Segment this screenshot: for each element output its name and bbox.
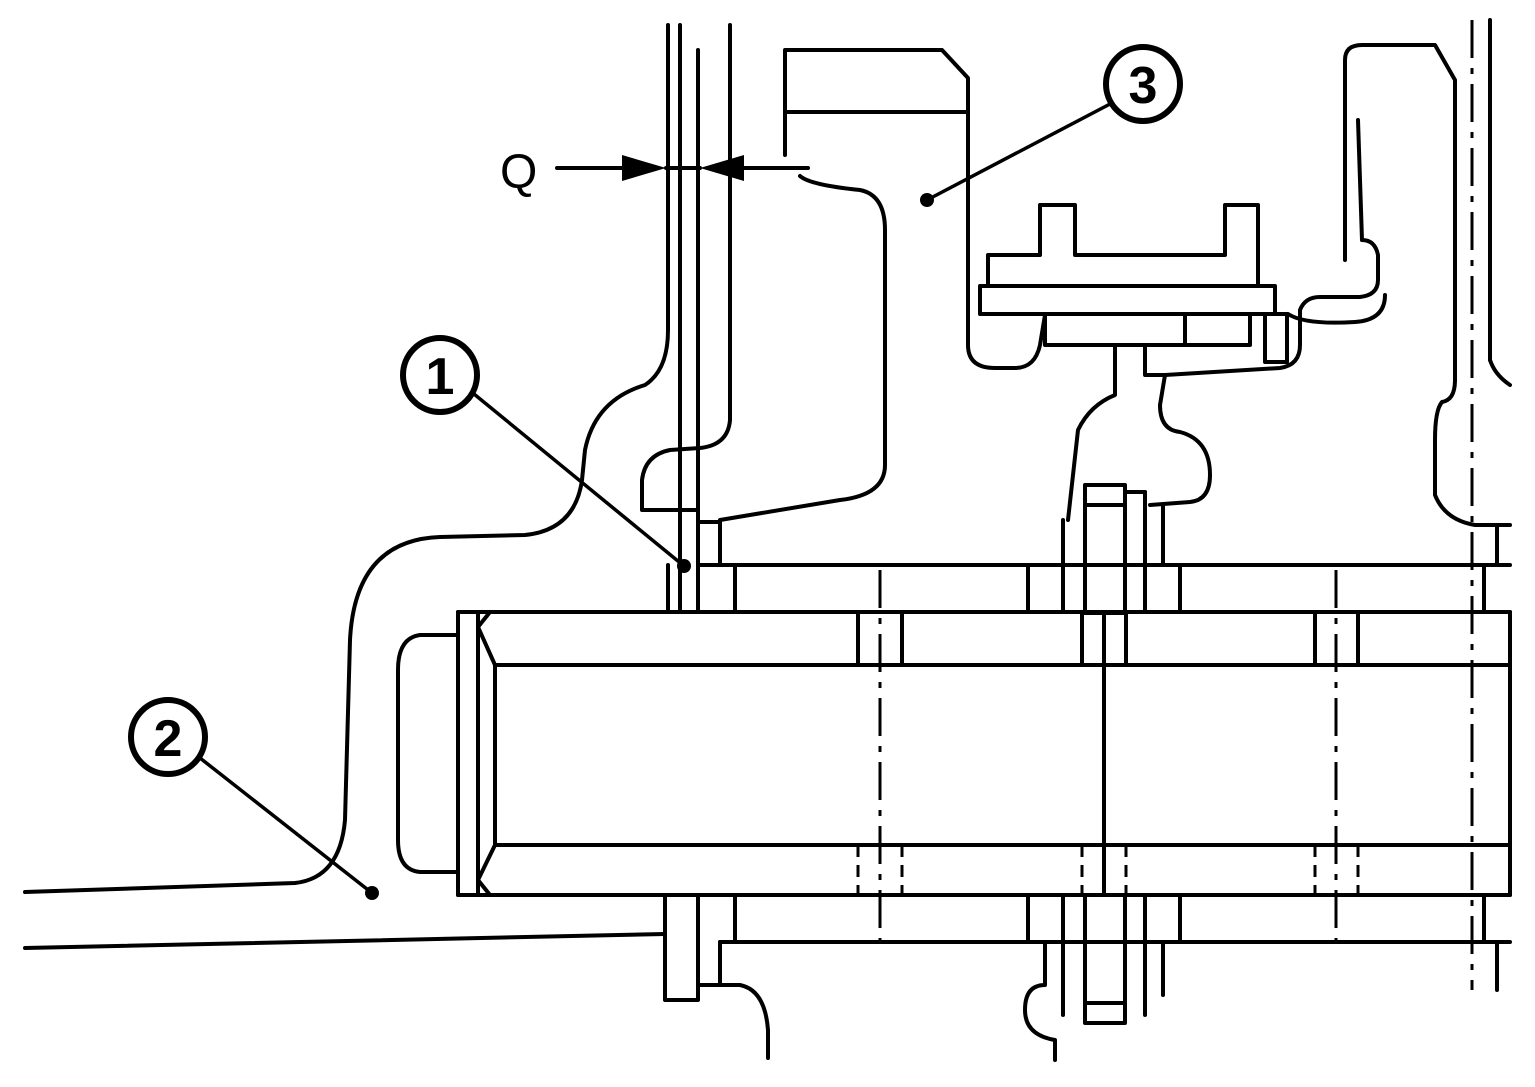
part-3-body [696, 48, 1047, 567]
ring-band [456, 563, 1512, 944]
center-bolt-stack [1023, 483, 1165, 1062]
lower-flange [663, 893, 770, 1060]
plate-lines [640, 23, 732, 614]
callout-3: 3 [920, 44, 1183, 207]
shaft [396, 570, 1512, 942]
callout-3-label: 3 [1129, 57, 1158, 115]
callout-2: 2 [128, 697, 379, 900]
dimension-q-label: Q [500, 146, 537, 199]
hub-assembly [978, 18, 1512, 992]
callout-1: 1 [400, 335, 691, 573]
dimension-q: Q [500, 146, 810, 199]
callout-1-label: 1 [426, 348, 455, 406]
callout-2-label: 2 [154, 710, 183, 768]
housing-contour [23, 23, 670, 950]
